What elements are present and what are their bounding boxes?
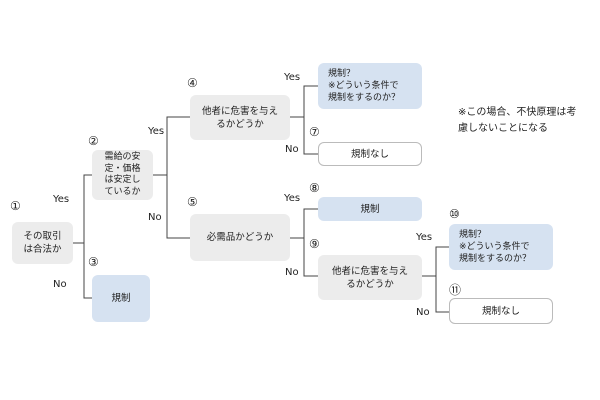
node-11-number: ⑪ <box>449 283 462 297</box>
node-10-regulation-question-outcome: 規制？ ※どういう条件で 規制をするのか？ <box>449 224 553 270</box>
node-2-number: ② <box>88 134 99 148</box>
node-4-harm-question: 他者に危害を与え るかどうか <box>190 95 290 140</box>
node-11-no-regulation-outcome: 規制なし <box>449 298 553 324</box>
edge-1-no <box>73 242 92 299</box>
node-5-number: ⑤ <box>187 195 198 209</box>
edge-1-yes-label: Yes <box>53 194 70 205</box>
node-4-number: ④ <box>187 76 198 90</box>
node-7-number: ⑦ <box>309 125 320 139</box>
edge-5-yes-label: Yes <box>284 193 301 204</box>
edge-1-yes <box>73 174 92 244</box>
edge-9-yes <box>422 246 449 277</box>
edge-2-no-label: No <box>148 212 162 223</box>
node-10-number: ⑩ <box>449 207 460 221</box>
node-7-no-regulation-outcome: 規制なし <box>318 142 422 166</box>
node-3-regulate-outcome: 規制 <box>92 275 150 322</box>
node-9-number: ⑨ <box>309 237 320 251</box>
node-5-necessity-question: 必需品かどうか <box>190 214 290 261</box>
edge-4-yes <box>290 85 318 118</box>
node-3-number: ③ <box>88 255 99 269</box>
edge-2-yes-label: Yes <box>148 126 165 137</box>
edge-4-no-label: No <box>285 144 299 155</box>
edge-1-no-label: No <box>53 279 67 290</box>
edge-9-yes-label: Yes <box>416 232 433 243</box>
edge-4-yes-label: Yes <box>284 72 301 83</box>
edge-9-no <box>422 275 449 313</box>
node-2-supply-price-question: 需給の安 定・価格 は安定し ているか <box>92 150 153 200</box>
regulation-question-outcome: 規制？ ※どういう条件で 規制をするのか？ <box>318 63 422 109</box>
edge-2-no <box>153 174 190 239</box>
edge-4-no <box>290 116 318 155</box>
edge-9-no-label: No <box>416 307 430 318</box>
edge-5-yes <box>290 208 318 239</box>
node-8-number: ⑧ <box>309 181 320 195</box>
node-1-legality-question: その取引 は合法か <box>12 222 73 264</box>
node-1-number: ① <box>10 199 21 213</box>
edge-5-no-label: No <box>285 267 299 278</box>
edge-5-no <box>290 237 318 277</box>
node-9-harm-question: 他者に危害を与え るかどうか <box>318 255 422 300</box>
node-8-regulate-outcome: 規制 <box>318 197 422 221</box>
discomfort-principle-note: ※この場合、不快原理は考 慮しないことになる <box>458 107 577 134</box>
